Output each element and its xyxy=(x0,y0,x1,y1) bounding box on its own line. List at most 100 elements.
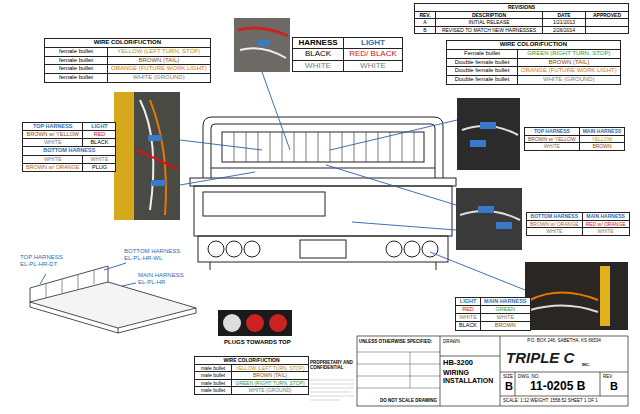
table-cell: WHITE xyxy=(293,60,344,71)
photo-bottom-right xyxy=(525,262,628,330)
table-cell xyxy=(586,26,629,34)
table-row: female bullet BROWN (TAIL) xyxy=(45,56,211,65)
table-cell: RED/ BLACK xyxy=(344,49,403,60)
table-cell: BROWN w/ ORANGE xyxy=(527,220,583,228)
table-cell: BOTTOM HARNESS xyxy=(527,213,583,221)
label-text: HB-3200 xyxy=(443,358,473,367)
table-row: female bullet WHITE (GROUND) xyxy=(45,74,211,83)
table-cell: male bullet xyxy=(195,364,232,372)
cell-text: DATE xyxy=(557,12,570,18)
table-cell: B xyxy=(415,26,436,34)
cell-text: BROWN w/ YELLOW xyxy=(528,136,576,142)
leader-lines xyxy=(40,72,525,290)
table-body: BOTTOM HARNESSMAIN HARNESSBROWN w/ ORANG… xyxy=(527,213,630,236)
table-cell: BROWN w/ ORANGE xyxy=(23,163,83,171)
photo-right-1 xyxy=(457,98,520,170)
photo-right-2 xyxy=(456,188,522,250)
wiring-table: BOTTOM HARNESSMAIN HARNESSBROWN w/ ORANG… xyxy=(526,212,630,236)
cell-text: WHITE (GROUND) xyxy=(248,387,291,393)
table-cell: BROWN w/ YELLOW xyxy=(23,131,83,139)
cell-text: A xyxy=(423,19,426,25)
label-text: B xyxy=(610,380,618,393)
cell-text: PLUG xyxy=(92,164,107,170)
table-row: HARNESSLIGHT xyxy=(293,38,403,49)
wiring-table: WIRE COLOR/FUCTIONFemale bulletGREEN (RI… xyxy=(446,40,621,85)
cell-text: GREEN (RIGHT TURN, STOP) xyxy=(527,50,610,56)
table-cell: INITIAL RELEASE xyxy=(436,19,543,27)
cell-text: GREEN xyxy=(496,306,516,312)
table-cell: YELLOW (LEFT TURN, STOP) xyxy=(108,47,211,56)
cell-text: APPROVED xyxy=(593,12,621,18)
wiring-table: WIRE COLOR/FUCTIONfemale bulletYELLOW (L… xyxy=(44,38,211,83)
label-text: DO NOT SCALE DRAWING xyxy=(380,398,437,403)
table-row: female bulletYELLOW (LEFT TURN, STOP) xyxy=(45,47,211,56)
label-text: SIZE xyxy=(503,374,513,379)
cell-text: YELLOW (LEFT TURN, STOP) xyxy=(235,365,304,371)
cell-text: male bullet xyxy=(201,387,225,393)
flatbed-isometric xyxy=(30,266,196,333)
cell-text: ORANGE (FUTURE WORK LIGHT) xyxy=(111,65,207,71)
table-cell: ORANGE (FUTURE WORK LIGHT) xyxy=(108,65,211,74)
table-row: RED GREEN xyxy=(456,306,531,314)
cell-text: male bullet xyxy=(201,365,225,371)
table-cell: BROWN xyxy=(579,143,625,151)
wiring-table: TOP HARNESSLIGHTBROWN w/ YELLOWREDWHITEB… xyxy=(22,122,116,172)
table-row: WHITEBROWN xyxy=(525,143,625,151)
label-text: REV xyxy=(603,374,612,379)
table-cell: WHITE xyxy=(582,228,629,236)
cell-text: Double female bullet xyxy=(455,76,510,82)
table-cell: female bullet xyxy=(45,56,108,65)
table-cell: BROWN w/ YELLOW xyxy=(525,135,580,143)
cell-text: WHITE xyxy=(305,61,331,70)
label-text: P.O. BOX 246, SABETHA, KS 66534 xyxy=(503,338,625,343)
table-cell: LIGHT xyxy=(456,298,481,306)
cell-text: RED xyxy=(462,306,474,312)
table-row: WIRE COLOR/FUCTION xyxy=(195,357,309,365)
table-cell: female bullet xyxy=(45,47,108,56)
table-cell: WHITE xyxy=(344,60,403,71)
table-cell: male bullet xyxy=(195,379,232,387)
table-cell: REVISED TO MATCH NEW HARNESSES xyxy=(436,26,543,34)
cell-text: WHITE xyxy=(459,314,477,320)
table-row: male bullet WHITE (GROUND) xyxy=(195,387,309,395)
table-cell: DATE xyxy=(543,11,586,19)
label-text: DRAWN xyxy=(443,339,460,344)
table-cell: Double female bullet xyxy=(447,58,518,67)
table-body: WIRE COLOR/FUCTIONFemale bulletGREEN (RI… xyxy=(447,41,621,85)
table-cell: MAIN HARNESS xyxy=(481,298,530,306)
table-cell: WIRE COLOR/FUCTION xyxy=(45,39,211,48)
table-cell: TOP HARNESS xyxy=(525,128,580,136)
cell-text: TOP HARNESS xyxy=(534,128,570,134)
cell-text: female bullet xyxy=(59,57,93,63)
table-cell: GREEN (RIGHT TURN, STOP) xyxy=(518,49,621,58)
table-cell: BLACK xyxy=(293,49,344,60)
cell-text: BROWN (TAIL) xyxy=(548,59,589,65)
cell-text: BROWN (TAIL) xyxy=(138,57,179,63)
title-block-frame xyxy=(310,336,628,406)
wiring-table: TOP HARNESS MAIN HARNESS BROWN w/ YELLOW YE… xyxy=(524,127,625,151)
cell-text: WHITE (GROUND) xyxy=(133,74,185,80)
wiring-table: LIGHTMAIN HARNESSREDGREENWHITEWHITEBLACK… xyxy=(455,297,531,331)
table-row: male bulletGREEN (RIGHT TURN, STOP) xyxy=(195,379,309,387)
cell-text: BLACK xyxy=(90,139,108,145)
label-text: WIRING INSTALLATION xyxy=(443,369,499,386)
wiring-table: REVISIONSREV.DESCRIPTIONDATEAPPROVEDAINI… xyxy=(414,3,629,34)
cell-text: WHITE (GROUND) xyxy=(543,76,595,82)
cell-text: YELLOW xyxy=(592,136,613,142)
table-row: WHITEWHITE xyxy=(456,314,531,322)
table-cell: WHITE (GROUND) xyxy=(232,387,309,395)
table-body: TOP HARNESS MAIN HARNESS BROWN w/ YELLOW YE… xyxy=(525,128,625,151)
table-cell xyxy=(586,19,629,27)
cell-text: MAIN HARNESS xyxy=(583,128,622,134)
table-row: REV.DESCRIPTIONDATEAPPROVED xyxy=(415,11,629,19)
table-cell: DESCRIPTION xyxy=(436,11,543,19)
table-cell: GREEN (RIGHT TURN, STOP) xyxy=(232,379,309,387)
table-row: AINITIAL RELEASE1/21/2013 xyxy=(415,19,629,27)
cell-text: GREEN (RIGHT TURN, STOP) xyxy=(235,380,304,386)
table-row: BOTTOM HARNESS xyxy=(23,147,116,155)
table-cell: RED xyxy=(456,306,481,314)
table-cell: Double female bullet xyxy=(447,76,518,85)
cell-text: female bullet xyxy=(59,74,93,80)
cell-text: TOP HARNESS xyxy=(33,123,73,129)
table-cell: WIRE COLOR/FUCTION xyxy=(195,357,309,365)
